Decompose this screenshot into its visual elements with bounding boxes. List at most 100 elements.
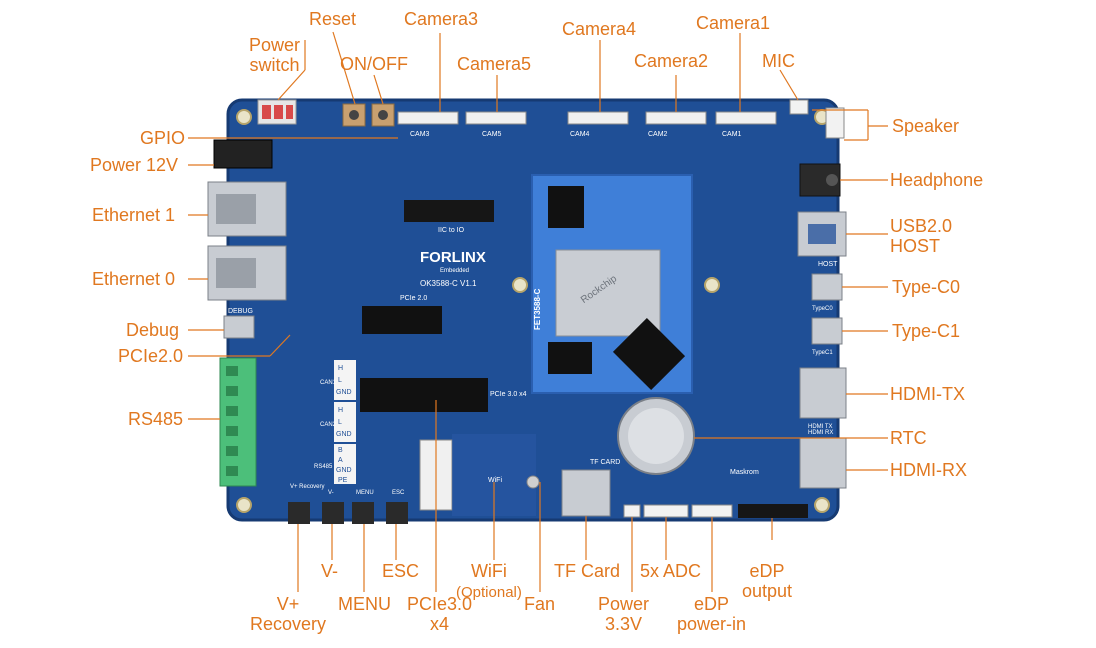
headphone-jack <box>799 163 841 197</box>
label-reset: Reset <box>309 9 357 29</box>
label-headphone: Headphone <box>890 170 984 190</box>
silk-rs485-b: B <box>338 447 343 454</box>
pcie30-slot: PCIe 3.0 x4 <box>360 378 527 412</box>
hdmi-tx-port: HDMI TX <box>799 367 847 430</box>
board-model: OK3588-C V1.1 <box>420 279 477 288</box>
fan-connector <box>526 475 540 489</box>
type-c1-port: TypeC1 <box>811 317 843 356</box>
label-on-off: ON/OFF <box>340 54 408 74</box>
label-camera1: Camera1 <box>696 13 771 33</box>
on-off-button <box>371 103 395 127</box>
label-rs485: RS485 <box>128 409 184 429</box>
silk-cam1: CAM1 <box>722 131 742 138</box>
label-type-c1: Type-C1 <box>892 321 961 341</box>
silk-typec1: TypeC1 <box>812 350 833 356</box>
silk-can1: CAN1 <box>320 380 337 386</box>
debug-port: DEBUG <box>223 308 255 339</box>
silk-hdmi-rx: HDMI RX <box>808 430 833 436</box>
can-rs485-silk: H L GND H L GND B A GND PE CAN1 CAN2 RS4… <box>314 360 356 484</box>
label-5x-adc: 5x ADC <box>640 561 702 581</box>
camera-connectors: CAM3 CAM5 CAM4 CAM2 CAM1 <box>397 111 777 138</box>
gpio-header: IIC to IO <box>404 200 494 234</box>
reset-button <box>342 103 366 127</box>
silk-iic: IIC to IO <box>438 227 465 234</box>
board-brand: FORLINX <box>420 249 486 266</box>
board-brand-sub: Embedded <box>440 268 469 274</box>
edp-power-connector <box>691 504 733 518</box>
label-wifi-optional: (Optional) <box>456 584 522 601</box>
label-camera4: Camera4 <box>562 19 637 39</box>
label-type-c0: Type-C0 <box>892 277 961 297</box>
label-pcie20: PCIe2.0 <box>118 346 184 366</box>
hdmi-rx-port: HDMI RX <box>799 430 847 489</box>
silk-rs485-a: A <box>338 457 343 464</box>
speaker-connector <box>825 107 845 139</box>
label-camera5: Camera5 <box>457 54 532 74</box>
adc-connector <box>643 504 689 518</box>
label-v-minus: V- <box>321 561 339 581</box>
silk-maskrom: Maskrom <box>730 469 759 476</box>
silk-rs485-gnd: GND <box>336 467 352 474</box>
silk-rs485-pe: PE <box>338 477 348 484</box>
label-fan: Fan <box>524 594 556 614</box>
silk-can1-gnd: GND <box>336 389 352 396</box>
silk-can2-h: H <box>338 407 343 414</box>
power-12v-jack <box>213 139 273 169</box>
label-ethernet0: Ethernet 0 <box>92 269 176 289</box>
label-power-12v: Power 12V <box>90 155 179 175</box>
label-v-plus-recovery: V+Recovery <box>250 594 327 634</box>
silk-can2-l: L <box>338 419 342 426</box>
label-speaker: Speaker <box>892 116 960 136</box>
usb20-host-port: HOST <box>797 211 847 268</box>
silk-esc: ESC <box>392 490 405 496</box>
leader-lines <box>188 31 888 592</box>
m2-slot: WiFi <box>419 434 536 516</box>
label-mic: MIC <box>762 51 795 71</box>
rs485-terminal <box>219 357 257 487</box>
silk-menu: MENU <box>356 490 374 496</box>
label-camera2: Camera2 <box>634 51 709 71</box>
silk-can2: CAN2 <box>320 422 337 428</box>
label-ethernet1: Ethernet 1 <box>92 205 176 225</box>
label-debug: Debug <box>126 320 180 340</box>
som-module: Rockchip FET3588-C <box>531 174 693 394</box>
rtc-battery <box>617 397 695 475</box>
silk-can2-gnd: GND <box>336 431 352 438</box>
silk-vplus: V+ Recovery <box>290 484 325 490</box>
som-model: FET3588-C <box>533 288 542 330</box>
silk-cam4: CAM4 <box>570 131 590 138</box>
power-33v-connector <box>623 504 641 518</box>
power-switch <box>257 99 297 125</box>
pcie20-slot: PCIe 2.0 <box>362 295 442 334</box>
silk-can1-l: L <box>338 377 342 384</box>
label-gpio: GPIO <box>140 128 186 148</box>
bottom-buttons: V+ Recovery V- MENU ESC <box>288 484 408 524</box>
maskrom-silk: Maskrom <box>730 469 759 476</box>
label-hdmi-rx: HDMI-RX <box>890 460 967 480</box>
silk-pcie2: PCIe 2.0 <box>400 295 427 302</box>
ethernet-1-port <box>207 181 287 237</box>
silk-cam5: CAM5 <box>482 131 502 138</box>
silk-tf-card: TF CARD <box>590 459 620 466</box>
mic-connector <box>789 99 809 115</box>
label-camera3: Camera3 <box>404 9 479 29</box>
silk-cam2: CAM2 <box>648 131 668 138</box>
silk-pcie3: PCIe 3.0 x4 <box>490 391 527 398</box>
silk-host: HOST <box>818 261 838 268</box>
label-rtc: RTC <box>890 428 927 448</box>
label-menu: MENU <box>338 594 391 614</box>
silk-wifi: WiFi <box>488 477 502 484</box>
silk-hdmi-tx: HDMI TX <box>808 424 833 430</box>
label-esc: ESC <box>382 561 420 581</box>
silk-vminus: V- <box>328 490 334 496</box>
label-hdmi-tx: HDMI-TX <box>890 384 965 404</box>
edp-output-connector <box>738 504 808 518</box>
silk-typec0: TypeC0 <box>812 306 833 312</box>
